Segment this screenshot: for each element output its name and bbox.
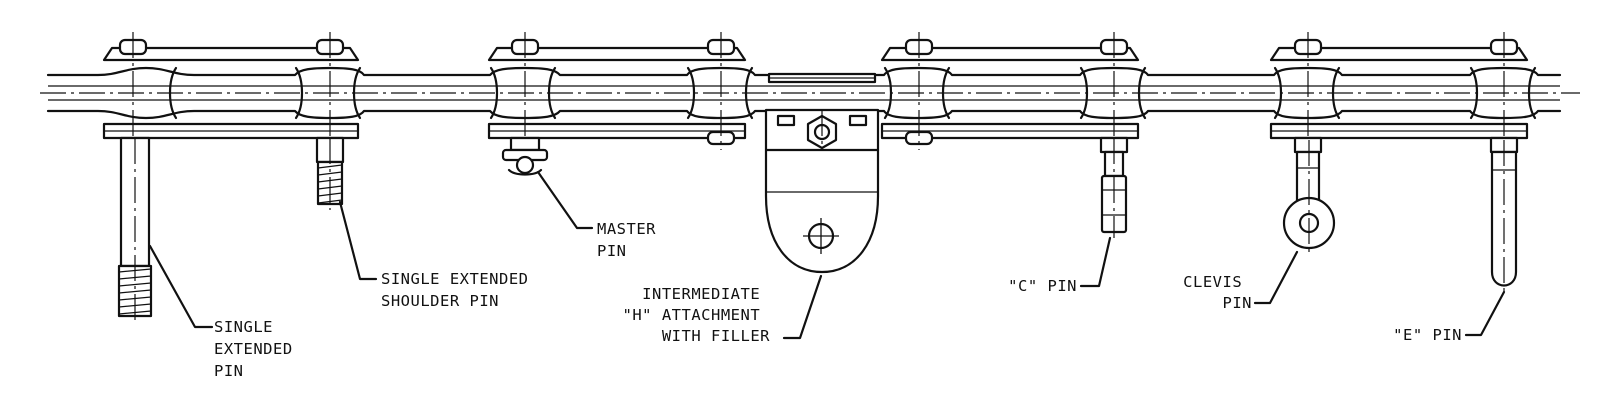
label-clevis-pin: CLEVIS PIN [1183, 273, 1252, 312]
pin-centerlines [132, 32, 1505, 150]
single-extended-shoulder-pin [315, 136, 345, 210]
master-pin [501, 136, 549, 176]
e-pin [1489, 136, 1519, 292]
single-extended-pin [117, 136, 153, 322]
label-single-extended-shoulder-pin: SINGLE EXTENDED SHOULDER PIN [381, 270, 538, 310]
barrel-ends [168, 66, 1537, 120]
c-pin [1099, 136, 1129, 238]
chain-assembly [40, 32, 1580, 150]
upper-side-bars [102, 46, 1529, 62]
h-attachment [764, 72, 880, 274]
label-single-extended-pin: SINGLE EXTENDED PIN [214, 318, 303, 380]
label-master-pin: MASTER PIN [597, 220, 666, 260]
label-h-attachment: INTERMEDIATE "H" ATTACHMENT WITH FILLER [623, 285, 771, 345]
label-c-pin: "C" PIN [1008, 277, 1077, 295]
label-e-pin: "E" PIN [1393, 326, 1462, 344]
leader-lines [148, 170, 1506, 340]
clevis-pin [1282, 136, 1336, 254]
